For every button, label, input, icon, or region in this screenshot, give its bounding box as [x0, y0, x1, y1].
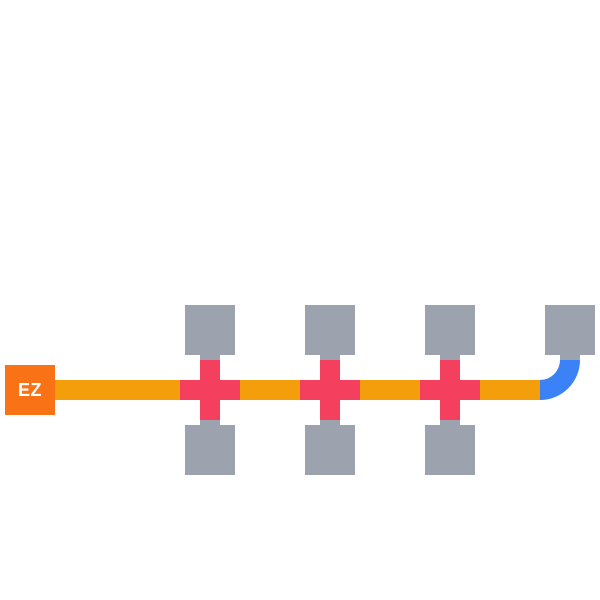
terminal-bottom[interactable]	[305, 425, 355, 475]
terminal-bottom[interactable]	[425, 425, 475, 475]
terminal-connector	[560, 355, 580, 360]
terminal-top[interactable]	[185, 305, 235, 355]
junction-vertical	[440, 360, 460, 420]
junction-vertical	[320, 360, 340, 420]
elbow-pipe[interactable]	[530, 350, 590, 410]
terminal-top[interactable]	[305, 305, 355, 355]
junction-vertical	[200, 360, 220, 420]
terminal-connector	[200, 420, 220, 425]
terminal-top[interactable]	[425, 305, 475, 355]
source-tile[interactable]: EZ	[5, 365, 55, 415]
pipe-segment[interactable]	[240, 380, 300, 400]
pipe-segment[interactable]	[360, 380, 420, 400]
elbow-pipe-shape	[540, 360, 580, 400]
pipe-segment[interactable]	[55, 380, 180, 400]
terminal-connector	[440, 355, 460, 360]
terminal-connector	[320, 420, 340, 425]
terminal-connector	[440, 420, 460, 425]
terminal-bottom[interactable]	[185, 425, 235, 475]
terminal-connector	[320, 355, 340, 360]
terminal-top[interactable]	[545, 305, 595, 355]
pipe-segment[interactable]	[480, 380, 540, 400]
terminal-connector	[200, 355, 220, 360]
source-label: EZ	[17, 379, 42, 400]
